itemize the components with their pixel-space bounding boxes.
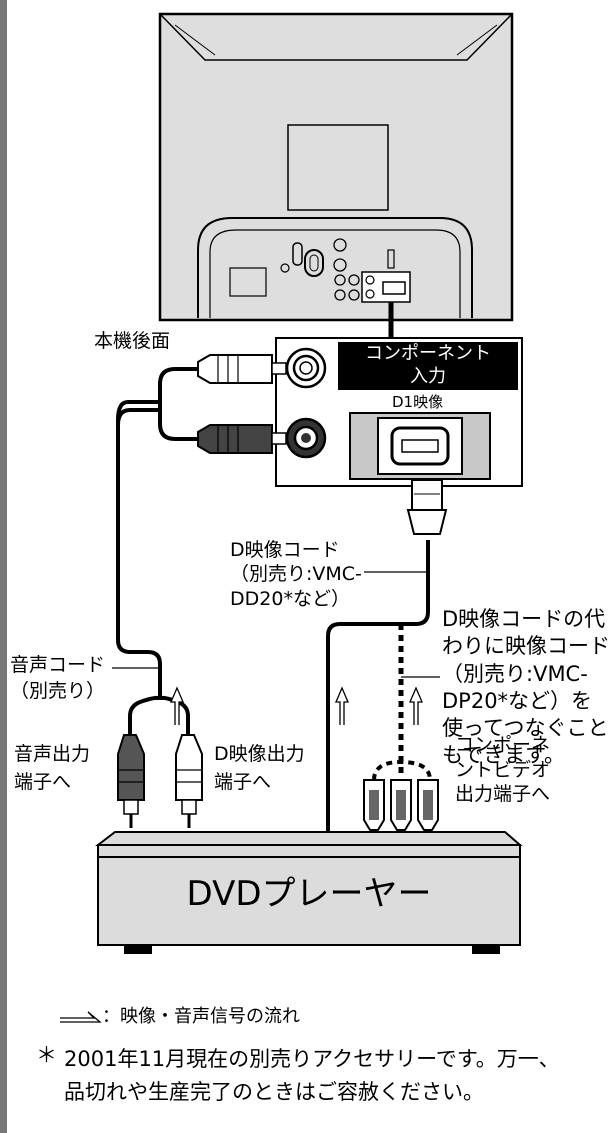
legend-text: ：映像・音声信号の流れ: [102, 1006, 300, 1027]
footnote-text: 2001年11月現在の別売りアクセサリーです。万一、 品切れや生産完了のときはご…: [64, 1047, 560, 1104]
footnote-mark: ＊: [36, 1043, 57, 1067]
component-output-label: コンポーネ ントビデオ 出力端子へ: [455, 734, 551, 806]
audio-plug-white-top: [197, 354, 287, 384]
alt-video-cord-label: D映像コードの代 わりに映像コード （別売り:VMC- DP20*など）を 使っ…: [440, 606, 612, 770]
audio-output-label: 音声出力 端子へ: [14, 743, 91, 793]
audio-cord-label: 音声コード （別売り）: [8, 653, 108, 705]
audio-plug-red-top: [197, 424, 287, 454]
rear-panel-label: 本機後面: [94, 330, 171, 352]
flow-arrow-audio: [170, 686, 184, 725]
audio-plug-white-bottom: [175, 734, 203, 828]
d-plug-top: [406, 479, 448, 535]
d-video-cord-label: D映像コード （別売り:VMC- DD20*など）: [228, 538, 364, 611]
legend-arrow-icon: [60, 1011, 102, 1023]
page-margin-bar: [0, 0, 7, 1133]
d1-video-label: D1映像: [392, 393, 444, 411]
tv-rear: [158, 12, 514, 322]
d-video-output-label: D映像出力 端子へ: [214, 743, 305, 793]
dvd-player-label: DVDプレーヤー: [186, 874, 432, 914]
audio-plug-red-bottom: [117, 734, 145, 828]
dvd-player: [95, 831, 523, 954]
d-video-cord: [326, 540, 430, 858]
audio-jack-white: [285, 347, 327, 389]
flow-arrow-d: [335, 686, 349, 725]
audio-jack-red: [285, 417, 327, 459]
flow-arrow-alt: [409, 686, 423, 725]
component-input-label: コンポーネント 入力: [365, 343, 491, 387]
